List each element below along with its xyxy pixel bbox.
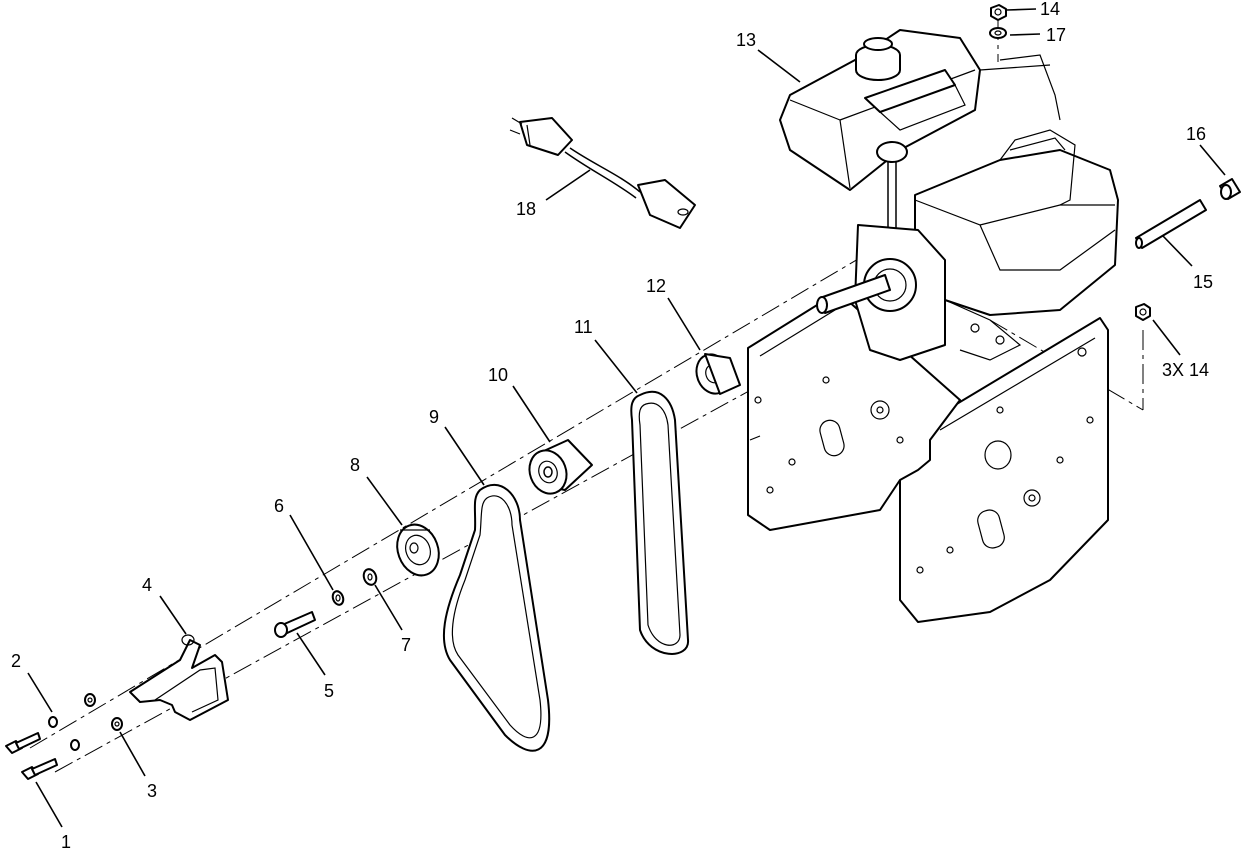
part-6-washer bbox=[331, 590, 345, 606]
part-5-shoulder-bolt bbox=[274, 611, 316, 638]
callout-leaders bbox=[27, 8, 1226, 828]
engine-assembly bbox=[779, 29, 1119, 361]
part-17-washer bbox=[989, 27, 1007, 39]
part-16-spacer bbox=[1219, 178, 1241, 200]
callout-10: 10 bbox=[488, 365, 508, 385]
callout-14-top: 14 bbox=[1040, 0, 1060, 19]
part-15-rod bbox=[1135, 199, 1207, 249]
callout-13: 13 bbox=[736, 30, 756, 50]
callout-5: 5 bbox=[324, 681, 334, 701]
part-14-nut-side bbox=[1135, 303, 1151, 321]
frame-plates bbox=[747, 291, 1109, 623]
callout-4: 4 bbox=[142, 575, 152, 595]
callout-7: 7 bbox=[401, 635, 411, 655]
part-9-belt bbox=[443, 483, 551, 752]
part-8-pulley bbox=[396, 523, 440, 577]
callout-11: 11 bbox=[574, 317, 593, 337]
callout-16: 16 bbox=[1186, 124, 1206, 144]
part-2-lock-washers bbox=[48, 716, 80, 751]
callout-1: 1 bbox=[61, 832, 71, 852]
callout-9: 9 bbox=[429, 407, 439, 427]
part-10-pulley bbox=[528, 439, 593, 495]
callout-2: 2 bbox=[11, 651, 21, 671]
part-12-bushing bbox=[695, 353, 741, 395]
callout-18: 18 bbox=[516, 199, 536, 219]
callout-15: 15 bbox=[1193, 272, 1213, 292]
callout-17: 17 bbox=[1046, 25, 1066, 45]
callout-labels: 1 2 3 4 5 6 7 8 9 10 11 12 13 14 17 16 1… bbox=[11, 0, 1213, 852]
callout-8: 8 bbox=[350, 455, 360, 475]
callout-3: 3 bbox=[147, 781, 157, 801]
part-18-extension-cord bbox=[509, 117, 696, 229]
callout-12: 12 bbox=[646, 276, 666, 296]
part-11-belt bbox=[630, 390, 690, 655]
part-4-bracket bbox=[129, 634, 229, 721]
part-7-washer bbox=[362, 568, 378, 586]
part-14-nut-top bbox=[990, 4, 1007, 21]
part-3-flat-washers bbox=[84, 693, 123, 731]
part-1-bolts bbox=[5, 732, 58, 780]
callout-14-side: 3X 14 bbox=[1162, 360, 1209, 380]
callout-6: 6 bbox=[274, 496, 284, 516]
